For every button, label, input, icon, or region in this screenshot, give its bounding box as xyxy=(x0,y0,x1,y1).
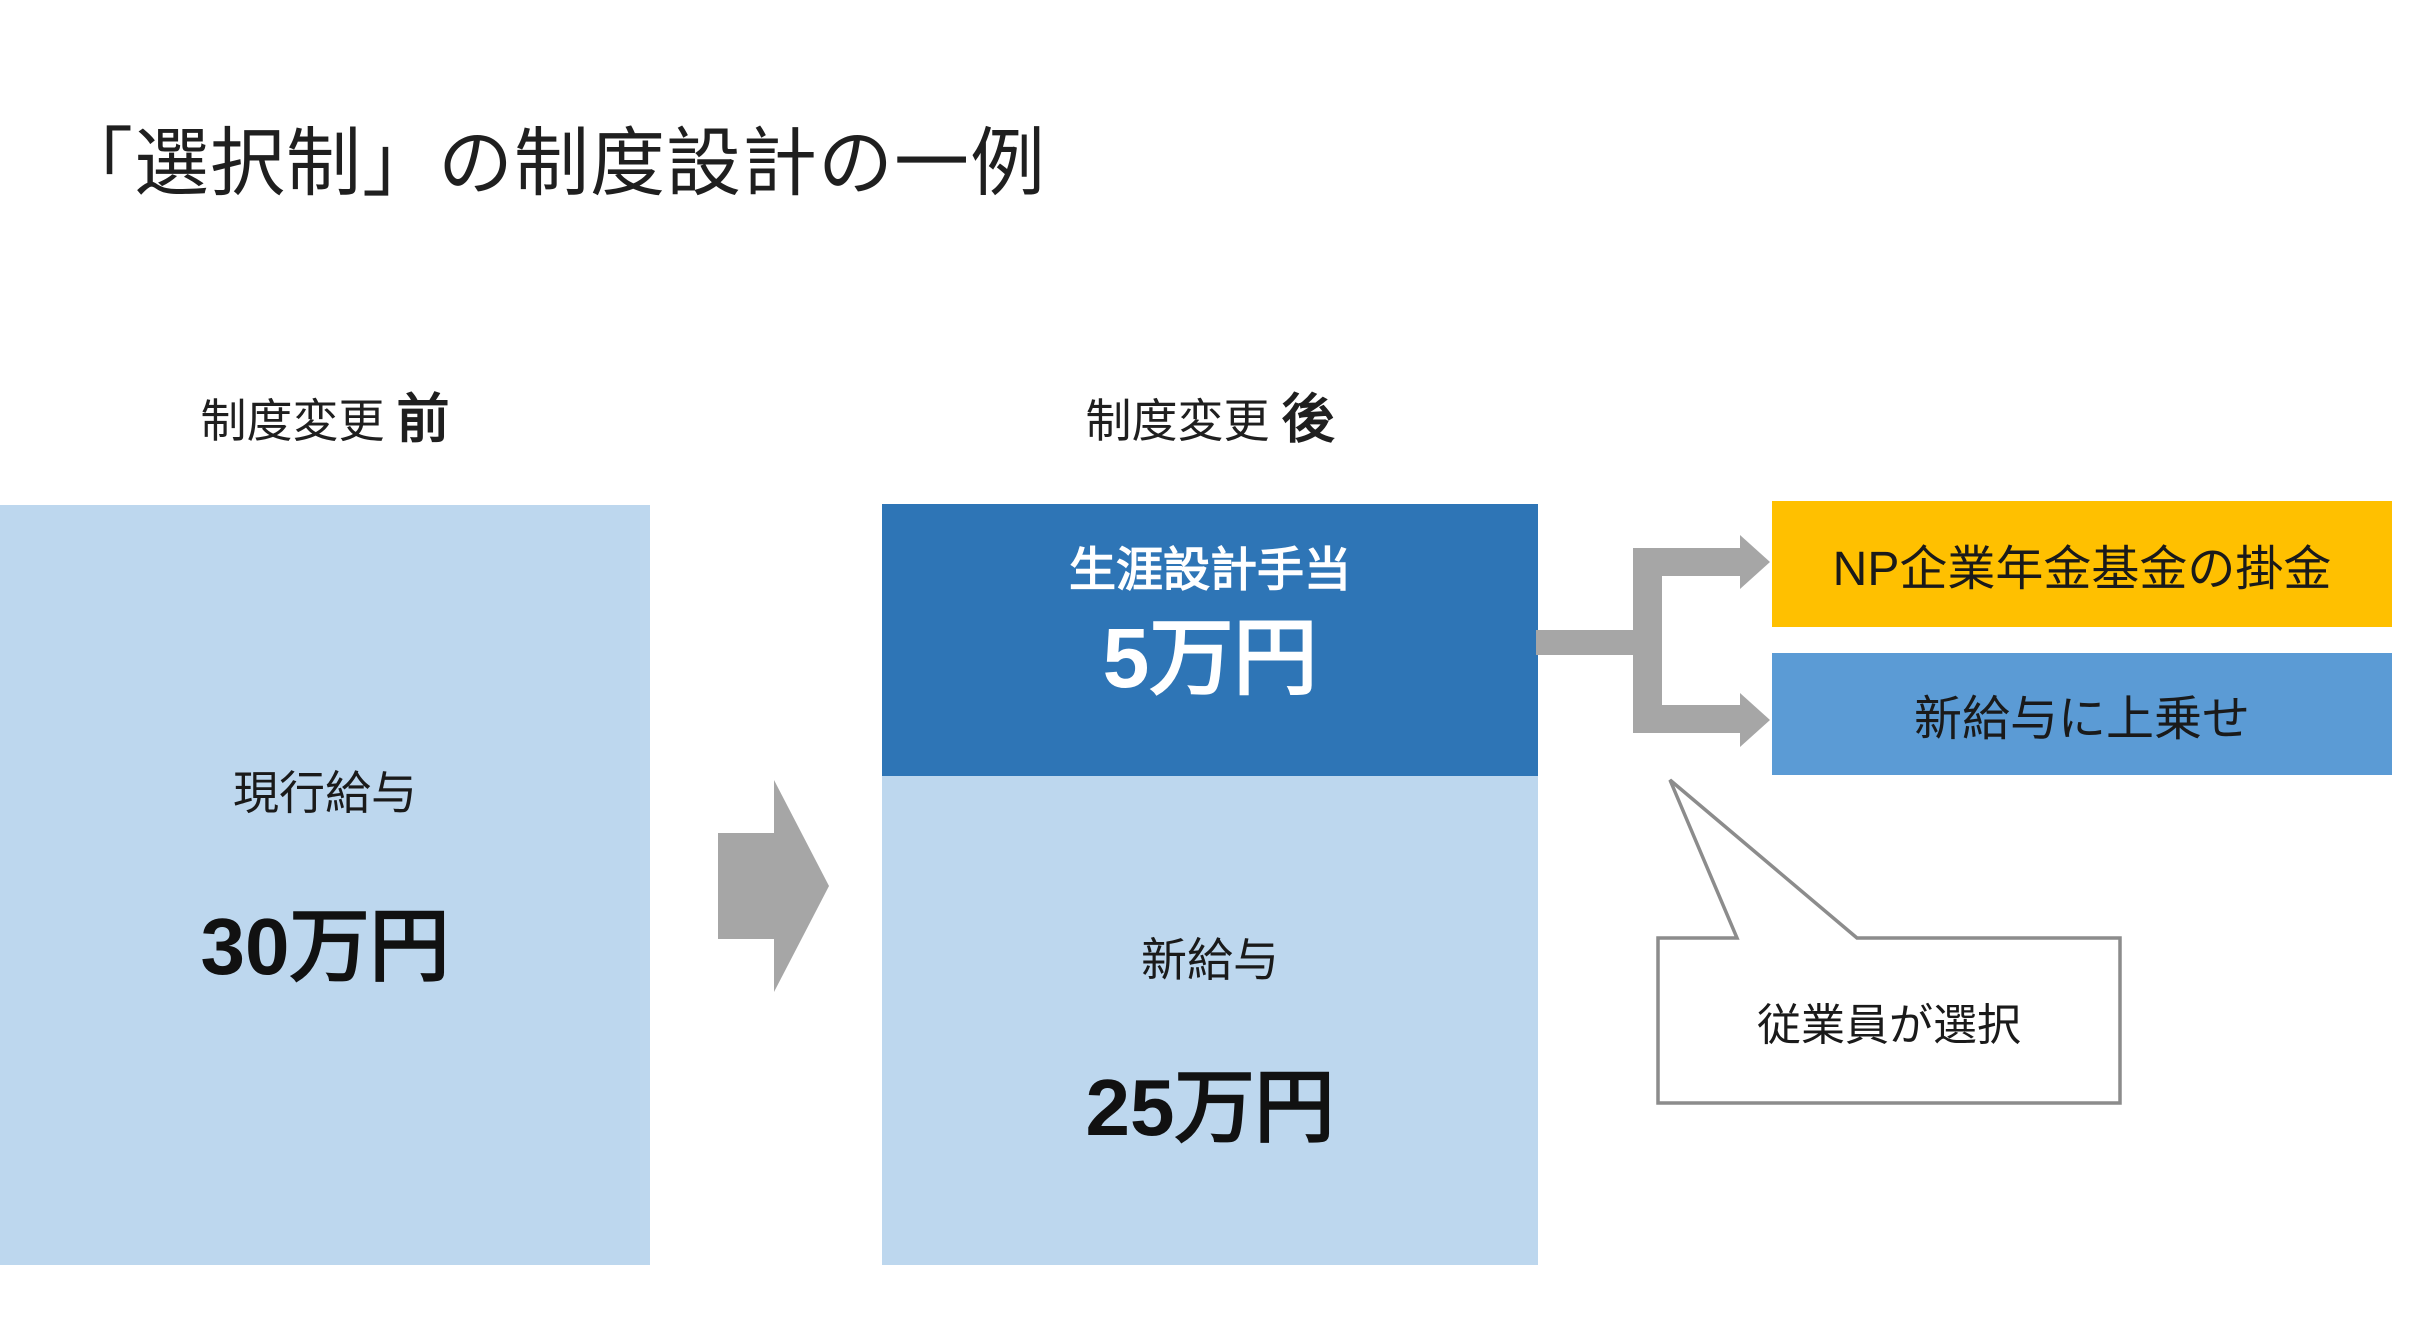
employee-choice-callout-label: 従業員が選択 xyxy=(1757,1000,2021,1050)
lifetime-allowance-box: 生涯設計手当 5万円 xyxy=(882,504,1538,776)
transition-arrow-body xyxy=(718,833,774,939)
new-salary-label: 新給与 xyxy=(1141,934,1279,986)
branch-connector-vertical-bar xyxy=(1633,548,1662,733)
lifetime-allowance-amount: 5万円 xyxy=(1102,611,1318,705)
branch-connector-stem xyxy=(1536,630,1635,655)
after-column-header: 制度変更後 xyxy=(882,388,1538,452)
lifetime-allowance-label: 生涯設計手当 xyxy=(1069,543,1351,596)
current-salary-amount: 30万円 xyxy=(200,902,450,991)
pension-option-label: NP企業年金基金の掛金 xyxy=(1832,543,2332,596)
salary-topup-option-box: 新給与に上乗せ xyxy=(1772,653,2392,775)
slide-title: 「選択制」の制度設計の一例 xyxy=(58,121,1047,205)
before-column-header: 制度変更前 xyxy=(0,388,650,452)
transition-arrow-head xyxy=(774,780,829,992)
new-salary-box: 新給与 25万円 xyxy=(882,776,1538,1265)
before-header-emphasis: 前 xyxy=(396,390,450,449)
current-salary-box: 現行給与 30万円 xyxy=(0,505,650,1265)
current-salary-label: 現行給与 xyxy=(233,767,417,819)
before-header-text: 制度変更 xyxy=(200,395,385,447)
arrow-to-topup-shaft xyxy=(1633,705,1740,733)
arrow-to-pension-shaft xyxy=(1633,548,1740,576)
after-header-text: 制度変更 xyxy=(1085,395,1270,447)
arrow-to-pension-head-icon xyxy=(1740,535,1770,589)
transition-arrow-icon xyxy=(718,780,829,992)
pension-option-box: NP企業年金基金の掛金 xyxy=(1772,501,2392,627)
after-header-emphasis: 後 xyxy=(1281,390,1335,449)
new-salary-amount: 25万円 xyxy=(1085,1063,1335,1152)
salary-topup-option-label: 新給与に上乗せ xyxy=(1913,693,2250,746)
arrow-to-topup-head-icon xyxy=(1740,693,1770,747)
